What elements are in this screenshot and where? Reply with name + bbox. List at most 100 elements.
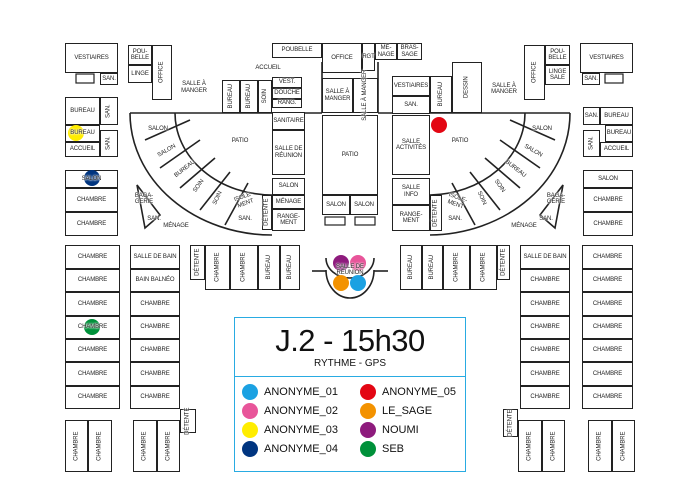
room-patio: PATIO [225,135,255,147]
room-chambre: CHAMBRE [582,339,633,362]
room-label: VESTIAIRES [393,82,429,89]
room-label: VEST. [278,79,296,86]
room-chambre: CHAMBRE [470,245,497,290]
person-marker-anonyme-03[interactable] [68,125,84,141]
room-bureau: BUREAU [605,125,633,142]
room-label: CHAMBRE [140,370,170,377]
room-label: ACCUEIL [69,146,96,153]
legend-title: J.2 - 15h30 [275,323,425,358]
room-label: CHAMBRE [592,300,623,307]
room-label: DÉTENTE [432,199,439,227]
room-détente: DÉTENTE [503,409,518,437]
room-label: SAN. [147,215,161,222]
room-label: POU- BELLE [548,48,567,62]
room-bras-sage: BRAS- SAGE [397,43,422,60]
room-office: OFFICE [524,45,545,100]
room-label: CHAMBRE [620,431,627,461]
color-swatch-icon [360,441,376,457]
room-linge-sale: LINGE SALE [545,65,570,85]
room-ménage: MÉNAGE [160,220,192,232]
room-label: POUBELLE [281,47,313,54]
room-label: CHAMBRE [530,277,560,284]
person-marker-anonyme-01[interactable] [350,275,366,291]
room-label: CHAMBRE [596,431,603,461]
person-marker-anonyme-04[interactable] [84,170,100,186]
room-bureau: BUREAU [500,159,530,179]
room-chambre: CHAMBRE [582,245,633,269]
room-pou-belle: POU- BELLE [128,45,152,65]
room-san: SAN. [100,97,118,125]
room-label: SOIN [261,89,268,104]
room-label: BUREAU [245,84,252,109]
room-vestiaires: VESTIAIRES [65,43,118,73]
color-swatch-icon [242,422,258,438]
room-label: BUREAU [286,255,293,280]
room-soin: SOIN [258,80,272,113]
room-label: CHAMBRE [77,253,108,260]
room-label: LINGE SALE [548,68,567,82]
room-san: SAN. [100,130,118,157]
legend-item: ANONYME_05 [360,384,456,400]
room-accueil: ACCUEIL [248,62,288,74]
room-label: CHAMBRE [141,431,148,461]
room-salon: SALON [152,143,182,159]
person-marker-le-sage[interactable] [333,275,349,291]
room-label: RANGE- MENT [399,211,423,225]
room-label: ACCUEIL [255,64,281,71]
room-label: SALON [81,175,102,182]
room-label: SAN. [404,101,418,108]
room-label: SALLE ACTIVITÉS [395,138,427,152]
person-marker-seb[interactable] [84,319,100,335]
room-label: BUREAU [407,255,414,280]
room-chambre: CHAMBRE [583,212,633,236]
room-chambre: CHAMBRE [130,292,180,316]
room-label: SALLE DE BAIN [133,253,177,260]
room-salle-activités: SALLE ACTIVITÉS [392,115,430,175]
room-office: OFFICE [152,45,172,100]
room-label: RANG. [277,100,297,107]
room-label: CHAMBRE [550,431,557,461]
room-label: DOUCHE [274,90,300,97]
room-label: VESTIAIRES [74,54,109,61]
legend-label: ANONYME_01 [264,386,338,398]
room-office: OFFICE [322,43,362,73]
room-chambre: CHAMBRE [65,188,118,212]
room-label: CHAMBRE [593,220,623,227]
room-dessin: DESSIN [452,62,482,113]
room-label: CHAMBRE [592,370,623,377]
room-label: SALON [326,201,346,208]
room-label: LINGE [131,70,149,77]
room-label: ISOLE- MENT [447,191,469,210]
room-label: BAGA- GERIE [546,192,566,206]
room-label: MÉNAGE [163,222,189,229]
room-label: OFFICE [331,54,353,61]
room-accueil: ACCUEIL [65,142,100,157]
room-label: CHAMBRE [240,252,247,283]
room-label: CHAMBRE [530,370,560,377]
room-isole-ment: ISOLE- MENT [232,190,258,210]
room-chambre: CHAMBRE [520,362,570,386]
room-san: SAN. [583,130,600,157]
person-marker-noumi[interactable] [333,255,349,271]
room-label: SALON [156,143,177,159]
room-bureau: BUREAU [400,245,422,290]
room-san: SAN. [236,214,254,224]
room-label: SAN. [448,215,462,222]
room-label: CHAMBRE [77,394,108,401]
room-label: SAN. [584,112,599,119]
room-san: SAN. [582,73,600,85]
person-marker-anonyme-05[interactable] [431,117,447,133]
room-mé-nage: MÉ- NAGE [375,43,397,60]
room-label: SALON [532,125,552,132]
room-label: SAN. [539,215,553,222]
room-vest: VEST. [272,77,302,88]
room-label: SALON [523,143,544,159]
room-label: OFFICE [531,61,538,84]
room-chambre: CHAMBRE [582,292,633,316]
room-range-ment: RANGE- MENT [272,209,305,231]
room-label: BUREAU [70,130,95,137]
room-vestiaires: VESTIAIRES [580,43,633,73]
person-marker-anonyme-02[interactable] [350,255,366,271]
legend-label: ANONYME_03 [264,424,338,436]
